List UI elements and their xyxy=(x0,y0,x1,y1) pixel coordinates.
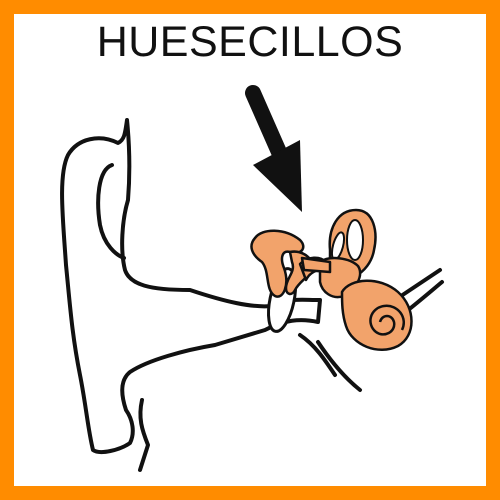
arrow-down-right-icon xyxy=(245,85,302,212)
pictogram-title: HUESECILLOS xyxy=(96,18,404,66)
outer-ear xyxy=(60,118,362,472)
inner-ear xyxy=(300,208,413,351)
